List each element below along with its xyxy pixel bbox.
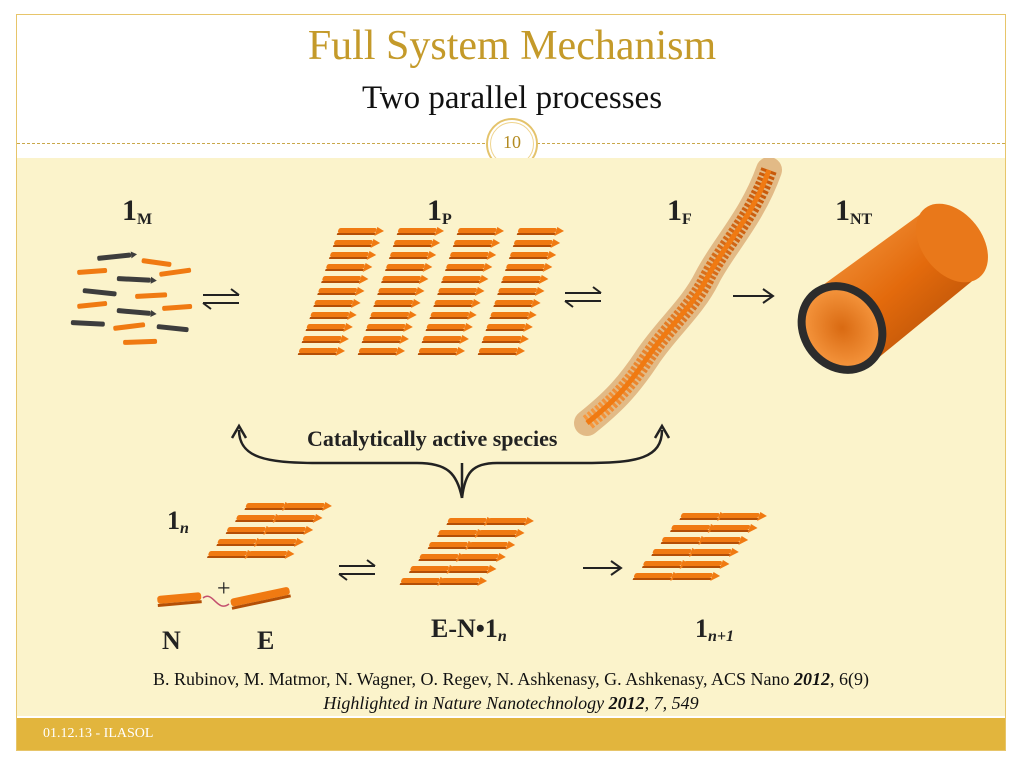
label-complex: E-N•1n bbox=[431, 614, 507, 645]
label-1f: 1F bbox=[667, 194, 692, 229]
footer-bar: 01.12.13 - ILASOL bbox=[17, 718, 1005, 750]
nanotube bbox=[797, 203, 988, 374]
footer-date-event: 01.12.13 - ILASOL bbox=[43, 726, 154, 741]
complex-stack bbox=[399, 517, 536, 586]
label-product: 1n+1 bbox=[695, 614, 735, 645]
highlight-prefix: Highlighted in Nature Nanotechnology bbox=[323, 693, 609, 713]
figure-panel: 1M 1P 1F 1NT Catalytically active specie… bbox=[17, 158, 1005, 716]
citation-authors: B. Rubinov, M. Matmor, N. Wagner, O. Reg… bbox=[152, 669, 795, 689]
product-stack bbox=[632, 512, 769, 581]
equilibrium-arrow-2 bbox=[564, 286, 602, 308]
highlight-year: 2012 bbox=[608, 693, 645, 713]
highlight-suffix: , 7, 549 bbox=[644, 693, 699, 713]
n-aggregate-stack bbox=[157, 502, 334, 610]
citation-year: 2012 bbox=[794, 669, 831, 689]
label-1n: 1n bbox=[167, 506, 189, 537]
label-1nt: 1NT bbox=[835, 194, 873, 229]
forward-arrow-1 bbox=[733, 288, 775, 304]
citation-line: B. Rubinov, M. Matmor, N. Wagner, O. Reg… bbox=[17, 668, 1005, 690]
slide-frame bbox=[16, 14, 1006, 751]
highlight-line: Highlighted in Nature Nanotechnology 201… bbox=[17, 692, 1005, 714]
mechanism-figure bbox=[70, 158, 988, 610]
equilibrium-arrow-1 bbox=[202, 288, 240, 310]
catalytic-bracket bbox=[230, 423, 671, 499]
slide-title: Full System Mechanism bbox=[307, 23, 717, 69]
label-plus: + bbox=[217, 576, 231, 602]
citation-volume: , 6(9) bbox=[830, 669, 870, 689]
twisted-fiber bbox=[574, 158, 782, 436]
platform-sheet bbox=[297, 227, 566, 356]
label-e: E bbox=[257, 626, 275, 655]
forward-arrow-2 bbox=[583, 560, 623, 576]
label-n: N bbox=[162, 626, 181, 655]
label-1m: 1M bbox=[122, 194, 153, 229]
slide-subtitle: Two parallel processes bbox=[361, 80, 663, 116]
label-catalytic: Catalytically active species bbox=[307, 426, 558, 451]
equilibrium-arrow-3 bbox=[338, 559, 376, 581]
monomer-cluster bbox=[70, 251, 193, 345]
label-1p: 1P bbox=[427, 194, 452, 229]
